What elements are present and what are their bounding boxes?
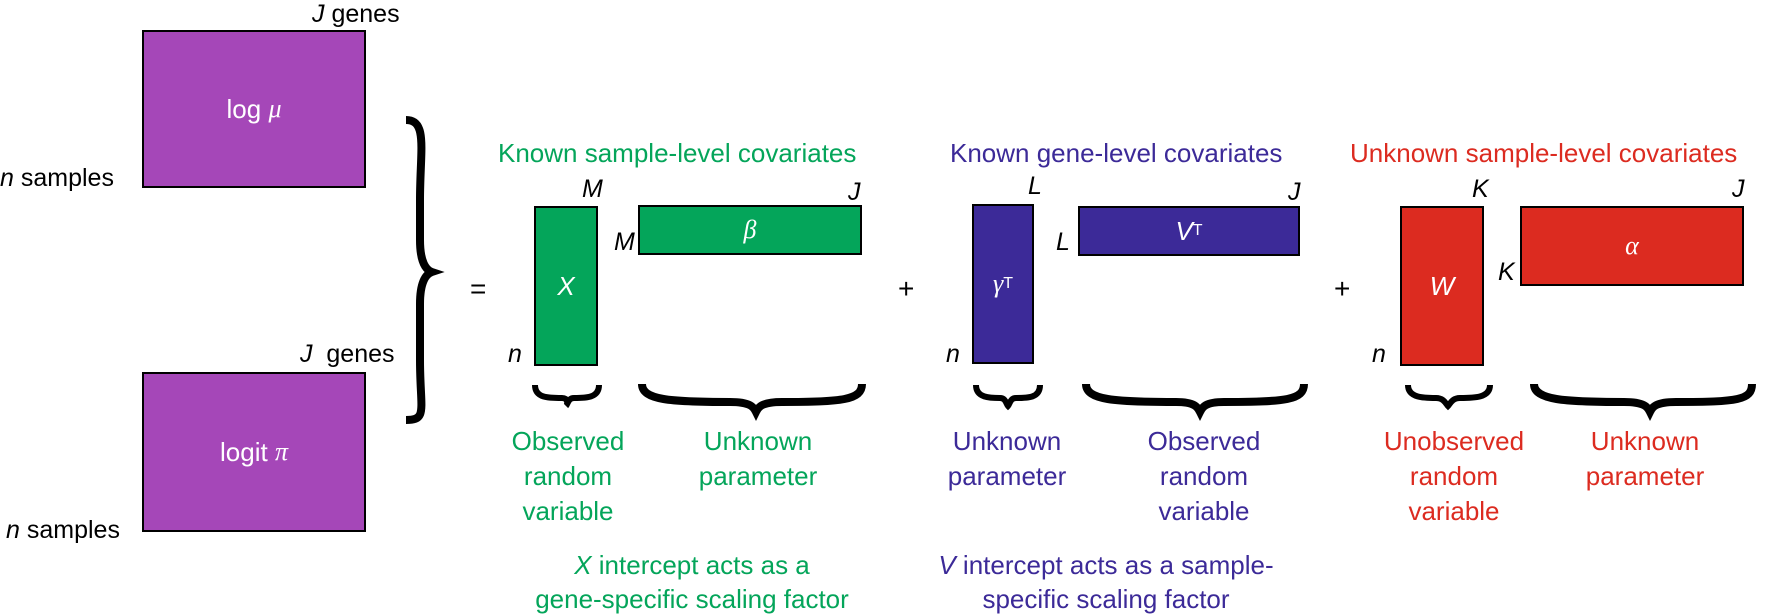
green-heading: Known sample-level covariates [498, 138, 857, 168]
w-cols-label: K [1472, 175, 1489, 203]
left-top-cols-label: J genes [312, 0, 400, 28]
equals-sign: = [470, 273, 487, 304]
left-bottom-cols-label: J genes [300, 340, 395, 368]
beta-cols-label: J [848, 178, 861, 206]
x-cols-label: M [582, 175, 603, 203]
green-note: X intercept acts as a gene-specific scal… [535, 550, 849, 614]
alpha-matrix: α [1520, 206, 1744, 286]
beta-matrix: β [638, 205, 862, 255]
x-matrix: X [534, 206, 598, 366]
alpha-rows-label: K [1498, 258, 1515, 286]
red-brace-2 [1530, 383, 1756, 421]
gamma-rows-label: n [946, 340, 960, 368]
beta-rows-label: M [614, 228, 635, 256]
red-brace-1 [1405, 384, 1493, 411]
left-bottom-rows-label: n samples [6, 516, 120, 544]
vt-rows-label: L [1056, 228, 1070, 256]
blue-heading: Known gene-level covariates [950, 138, 1283, 168]
left-top-rows-label: n samples [0, 164, 114, 192]
gamma-cols-label: L [1028, 172, 1042, 200]
vt-cols-label: J [1288, 178, 1301, 206]
w-rows-label: n [1372, 340, 1386, 368]
blue-brace-2 [1082, 383, 1308, 421]
w-matrix: W [1400, 206, 1484, 366]
plus-sign-2: + [1334, 273, 1351, 304]
red-heading: Unknown sample-level covariates [1350, 138, 1738, 168]
green-brace-1 [532, 384, 602, 409]
logit-pi-matrix: logit π [142, 372, 366, 532]
blue-brace-1 [973, 384, 1043, 411]
green-brace-2 [638, 383, 866, 421]
big-curly-brace [405, 116, 445, 424]
x-rows-label: n [508, 340, 522, 368]
alpha-cols-label: J [1732, 175, 1745, 203]
log-mu-matrix: log μ [142, 30, 366, 188]
plus-sign-1: + [898, 273, 915, 304]
blue-note: V intercept acts as a sample- specific s… [938, 550, 1274, 614]
